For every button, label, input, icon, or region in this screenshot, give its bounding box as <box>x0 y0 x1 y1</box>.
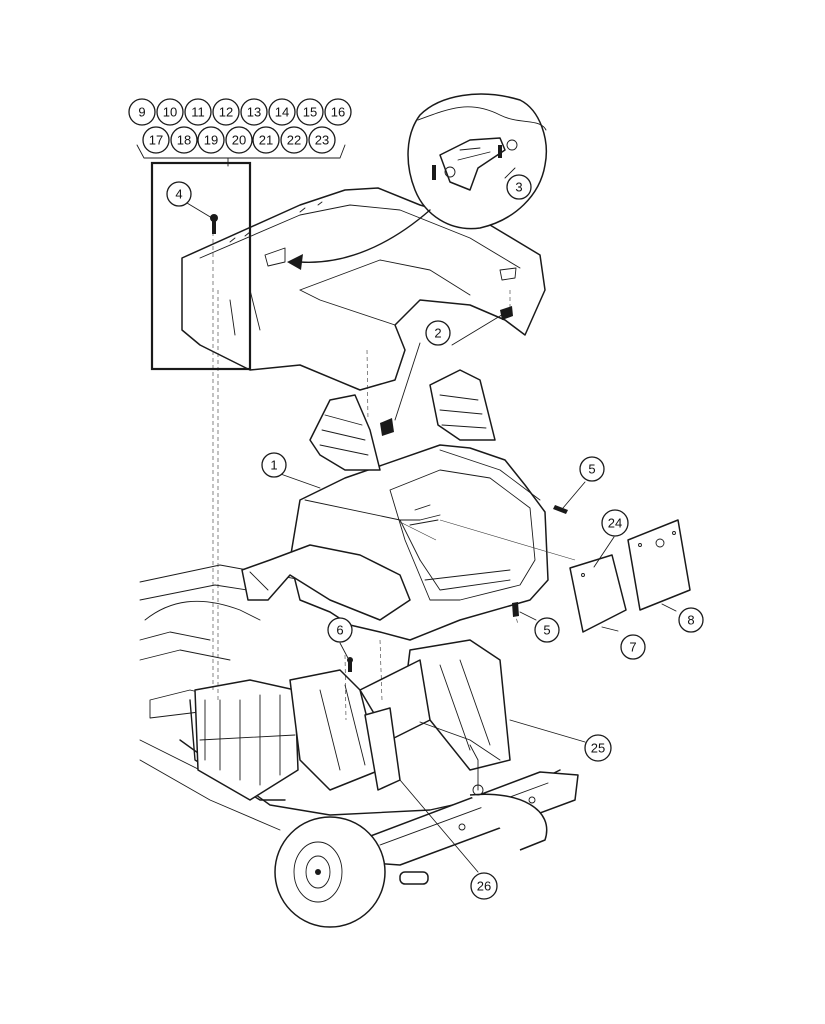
svg-text:11: 11 <box>191 105 205 120</box>
svg-text:7: 7 <box>629 640 636 655</box>
callout-26: 26 <box>470 872 498 900</box>
svg-text:18: 18 <box>177 133 191 148</box>
callout-22: 22 <box>280 126 308 154</box>
rear-wheel <box>274 793 548 928</box>
callout-23: 23 <box>308 126 336 154</box>
leader-lines <box>186 167 677 873</box>
svg-text:6: 6 <box>336 623 343 638</box>
callout-9: 9 <box>128 98 156 126</box>
svg-text:15: 15 <box>303 105 317 120</box>
svg-text:16: 16 <box>331 105 345 120</box>
svg-text:17: 17 <box>149 133 163 148</box>
callout-20: 20 <box>225 126 253 154</box>
callout-4: 4 <box>166 181 192 207</box>
callout-1: 1 <box>261 452 287 478</box>
callout-5-lower: 5 <box>534 617 560 643</box>
svg-text:5: 5 <box>588 462 595 477</box>
svg-text:25: 25 <box>591 741 605 756</box>
chassis-frame <box>139 564 579 866</box>
svg-text:2: 2 <box>434 326 441 341</box>
svg-text:19: 19 <box>204 133 218 148</box>
svg-text:26: 26 <box>477 879 491 894</box>
svg-text:20: 20 <box>232 133 246 148</box>
seat-back-shell <box>181 187 546 391</box>
callout-21: 21 <box>252 126 280 154</box>
callout-3: 3 <box>506 174 532 200</box>
svg-text:3: 3 <box>515 180 522 195</box>
svg-text:9: 9 <box>138 105 145 120</box>
svg-text:23: 23 <box>315 133 329 148</box>
callout-6: 6 <box>327 617 353 643</box>
svg-text:22: 22 <box>287 133 301 148</box>
callout-16: 16 <box>324 98 352 126</box>
svg-text:13: 13 <box>247 105 261 120</box>
svg-text:21: 21 <box>259 133 273 148</box>
svg-text:10: 10 <box>163 105 177 120</box>
callout-11: 11 <box>184 98 212 126</box>
projection-lines <box>212 225 576 721</box>
callout-2: 2 <box>425 320 451 346</box>
seat-support-frame <box>289 639 511 796</box>
rear-body-tub <box>241 369 549 641</box>
part-group-box <box>136 144 346 371</box>
callout-24: 24 <box>601 509 629 537</box>
callout-7: 7 <box>620 634 646 660</box>
svg-text:5: 5 <box>543 623 550 638</box>
detail-inset <box>407 93 547 230</box>
svg-text:24: 24 <box>608 516 622 531</box>
callout-18: 18 <box>170 126 198 154</box>
callout-8: 8 <box>678 607 704 633</box>
access-panels <box>569 519 691 633</box>
callout-13: 13 <box>240 98 268 126</box>
callout-12: 12 <box>212 98 240 126</box>
svg-text:14: 14 <box>275 105 289 120</box>
svg-text:1: 1 <box>270 458 277 473</box>
callout-14: 14 <box>268 98 296 126</box>
callout-25: 25 <box>584 734 612 762</box>
detail-arrow <box>287 209 431 270</box>
svg-text:12: 12 <box>219 105 233 120</box>
svg-text:4: 4 <box>175 187 182 202</box>
svg-text:8: 8 <box>687 613 694 628</box>
callout-10: 10 <box>156 98 184 126</box>
callout-19: 19 <box>197 126 225 154</box>
callout-5-upper: 5 <box>579 456 605 482</box>
callout-17: 17 <box>142 126 170 154</box>
callout-15: 15 <box>296 98 324 126</box>
